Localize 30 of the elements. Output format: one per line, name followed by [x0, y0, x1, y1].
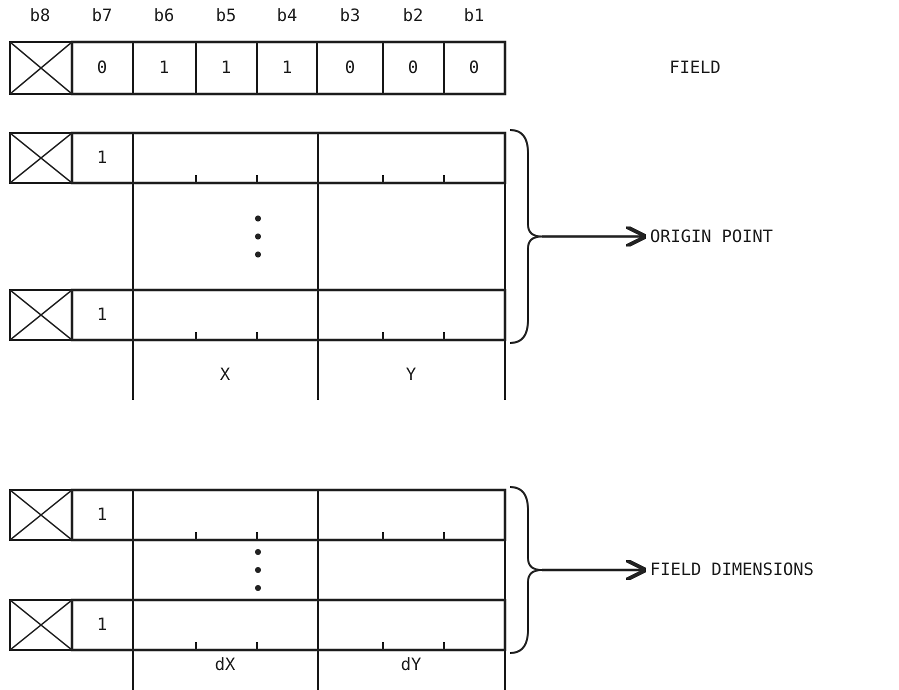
- column-label: Y: [406, 365, 416, 385]
- bit-value: 1: [282, 58, 292, 78]
- curly-bracket: [510, 486, 543, 654]
- bit-number: b8: [30, 6, 50, 26]
- bit-value: 1: [96, 305, 108, 325]
- bit-number: b2: [402, 6, 424, 26]
- bit-value: 1: [220, 58, 232, 78]
- bit-number: b6: [154, 6, 174, 26]
- bit-value: 1: [96, 148, 108, 168]
- bit-value: 0: [344, 58, 356, 78]
- field-label: ORIGIN POINT: [650, 226, 773, 246]
- arrow: [542, 558, 648, 582]
- column-label: X: [220, 365, 230, 385]
- bit-number: b4: [276, 6, 298, 26]
- register-label: FIELD: [669, 58, 721, 78]
- field-label: FIELD DIMENSIONS: [650, 560, 814, 580]
- bit-number: b7: [92, 6, 112, 26]
- bit-number: b5: [216, 6, 236, 26]
- column-label: dY: [400, 655, 422, 675]
- bit-value: 1: [158, 58, 170, 78]
- curly-bracket: [510, 129, 543, 344]
- column-label: dX: [214, 655, 236, 675]
- bit-value: 0: [96, 58, 108, 78]
- arrow: [542, 224, 648, 248]
- bit-number: b1: [464, 6, 484, 26]
- bit-value: 1: [96, 615, 108, 635]
- bit-number: b3: [340, 6, 360, 26]
- bit-value: 0: [468, 58, 480, 78]
- bit-value: 0: [408, 58, 418, 78]
- bit-value: 1: [96, 505, 108, 525]
